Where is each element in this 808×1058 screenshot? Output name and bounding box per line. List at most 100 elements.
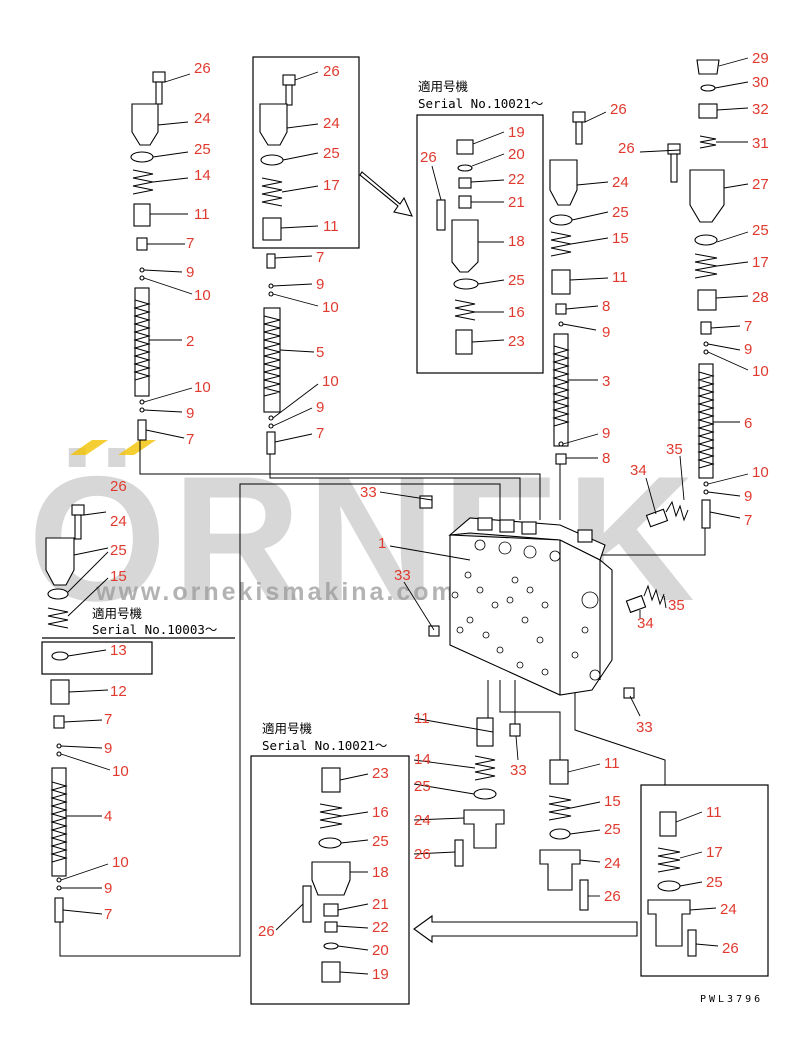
reference-arrow-bottom — [413, 914, 638, 944]
spool-assembly-3 — [549, 111, 586, 465]
callout: 27 — [752, 176, 769, 193]
callout: 7 — [104, 906, 112, 923]
callout: 35 — [668, 597, 685, 614]
callout: 33 — [636, 719, 653, 736]
callout: 28 — [752, 289, 769, 306]
callout: 7 — [104, 711, 112, 728]
callout: 7 — [186, 235, 194, 252]
spool-assembly-6 — [667, 59, 725, 529]
callout: 10 — [194, 287, 211, 304]
callout: 16 — [372, 804, 389, 821]
callout: 26 — [323, 63, 340, 80]
callout: 26 — [610, 101, 627, 118]
callout: 22 — [508, 171, 525, 188]
callout: 33 — [360, 484, 377, 501]
reference-arrow-top — [359, 171, 413, 217]
callout: 25 — [194, 141, 211, 158]
callout: 24 — [604, 855, 621, 872]
callout: 11 — [414, 710, 430, 727]
leader-lines — [60, 57, 749, 975]
callout: 25 — [612, 204, 629, 221]
detail-box-top — [252, 56, 360, 249]
callout: 11 — [194, 206, 210, 223]
callout: 14 — [414, 751, 431, 768]
callout: 24 — [323, 115, 340, 132]
callout: 29 — [752, 50, 769, 67]
callout: 35 — [666, 441, 683, 458]
spool-assembly-5 — [259, 74, 296, 455]
callout: 7 — [316, 425, 324, 442]
pilot-assembly-top-box — [436, 139, 479, 355]
detail-box-serial-10003 — [41, 641, 153, 675]
callout: 26 — [604, 888, 621, 905]
callout: 20 — [508, 146, 525, 163]
callout: 26 — [258, 923, 275, 940]
callout: 24 — [612, 174, 629, 191]
callout: 5 — [316, 344, 324, 361]
callout: 12 — [110, 683, 127, 700]
pilot-assembly-bottom-right — [539, 759, 589, 911]
callout: 11 — [604, 755, 620, 772]
callout: 21 — [372, 896, 389, 913]
callout: 9 — [186, 264, 194, 281]
callout: 26 — [194, 60, 211, 77]
pilot-assembly-bottom-center — [454, 717, 505, 867]
main-valve-body — [448, 517, 613, 696]
callout: 22 — [372, 919, 389, 936]
callout: 11 — [323, 218, 339, 235]
callout: 17 — [752, 254, 769, 271]
serial-a-jp: 適用号機 — [418, 79, 469, 94]
callout: 25 — [706, 874, 723, 891]
detail-box-bottom-right — [640, 784, 769, 977]
serial-b-no: Serial No.10003～ — [92, 622, 217, 637]
callout: 26 — [618, 140, 635, 157]
spool-assembly-2 — [130, 71, 166, 441]
callout: 24 — [110, 513, 127, 530]
callout: 8 — [602, 450, 610, 467]
watermark-url: www.ornekismakina.com.tr — [95, 578, 491, 606]
callout: 15 — [612, 230, 629, 247]
spool-assembly-4 — [45, 504, 85, 923]
watermark-accent-left — [70, 440, 108, 455]
detail-box-serial-10021-top — [416, 114, 544, 374]
callout: 25 — [752, 222, 769, 239]
callout: 25 — [110, 542, 127, 559]
callout: 31 — [752, 135, 769, 152]
callout: 16 — [508, 304, 525, 321]
detail-box-serial-10021-bottom — [250, 755, 410, 1005]
callout: 9 — [744, 341, 752, 358]
callout: 10 — [322, 373, 339, 390]
callout: 10 — [194, 379, 211, 396]
callout: 9 — [104, 740, 112, 757]
callout: 8 — [602, 298, 610, 315]
callout: 15 — [604, 793, 621, 810]
callout: 15 — [110, 568, 127, 585]
callout: 26 — [110, 478, 127, 495]
callout: 26 — [420, 149, 437, 166]
callout: 4 — [104, 808, 112, 825]
callout: 25 — [372, 833, 389, 850]
callout: 26 — [414, 846, 431, 863]
callout: 32 — [752, 101, 769, 118]
callout: 7 — [744, 318, 752, 335]
serial-c-no: Serial No.10021～ — [262, 738, 387, 753]
callout: 1 — [378, 535, 386, 552]
pilot-assembly-bottom-box — [302, 767, 351, 983]
callout: 21 — [508, 194, 525, 211]
callout: 6 — [744, 415, 752, 432]
callout-numbers: 26 24 25 14 11 7 9 10 2 10 9 7 26 24 25 … — [104, 50, 769, 983]
callout: 11 — [612, 269, 628, 286]
callout: 10 — [752, 464, 769, 481]
callout: 3 — [602, 373, 610, 390]
callout: 24 — [414, 812, 431, 829]
callout: 14 — [194, 167, 211, 184]
callout: 24 — [194, 110, 211, 127]
callout: 25 — [414, 778, 431, 795]
callout: 25 — [508, 272, 525, 289]
callout: 7 — [316, 249, 324, 266]
callout: 19 — [372, 966, 389, 983]
callout: 9 — [602, 425, 610, 442]
callout: 26 — [722, 940, 739, 957]
callout: 9 — [316, 276, 324, 293]
callout: 9 — [744, 488, 752, 505]
